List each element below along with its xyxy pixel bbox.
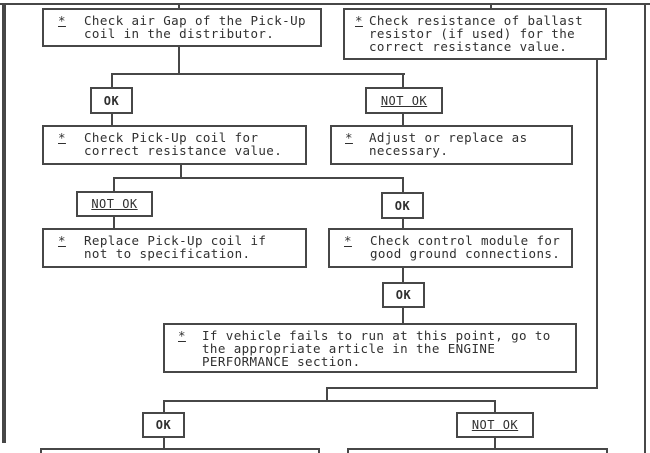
flow-box-text: Check Pick-Up coil for correct resistanc… bbox=[84, 130, 283, 158]
connector-line bbox=[494, 438, 496, 448]
connector-line bbox=[596, 60, 598, 389]
flow-box-bottom-left-partial bbox=[40, 448, 320, 453]
flow-box-check-air-gap: * Check air Gap of the Pick-Up coil in t… bbox=[42, 8, 322, 47]
connector-line bbox=[402, 75, 404, 87]
connector-line bbox=[178, 47, 180, 75]
flow-box-check-control-module: * Check control module for good ground c… bbox=[328, 228, 573, 268]
footnote-asterisk: * bbox=[58, 130, 66, 145]
connector-line bbox=[494, 402, 496, 412]
flow-box-replace-pickup-coil: * Replace Pick-Up coil if not to specifi… bbox=[42, 228, 307, 268]
flow-box-text: Check air Gap of the Pick-Up coil in the… bbox=[84, 13, 306, 41]
connector-line bbox=[490, 5, 492, 8]
connector-line bbox=[163, 438, 165, 448]
connector-line bbox=[326, 387, 598, 389]
connector-line bbox=[402, 179, 404, 192]
connector-line bbox=[111, 75, 113, 87]
flow-box-adjust-or-replace: * Adjust or replace as necessary. bbox=[330, 125, 573, 165]
connector-line bbox=[402, 268, 404, 282]
flow-box-check-pickup-coil: * Check Pick-Up coil for correct resista… bbox=[42, 125, 307, 165]
label-text: NOT OK bbox=[471, 418, 519, 432]
footnote-asterisk: * bbox=[345, 130, 353, 145]
footnote-asterisk: * bbox=[58, 233, 66, 248]
connector-line bbox=[113, 179, 115, 192]
footnote-asterisk: * bbox=[355, 13, 363, 28]
label-text: NOT OK bbox=[91, 197, 138, 211]
connector-line bbox=[178, 5, 180, 8]
footnote-asterisk: * bbox=[178, 328, 186, 343]
connector-line bbox=[402, 308, 404, 323]
label-ok-4: OK bbox=[142, 412, 185, 438]
flow-box-engine-performance-note: * If vehicle fails to run at this point,… bbox=[163, 323, 577, 373]
label-ok-3: OK bbox=[382, 282, 425, 308]
connector-line bbox=[402, 114, 404, 125]
connector-line bbox=[163, 402, 165, 412]
label-text: OK bbox=[155, 418, 172, 432]
label-not-ok-3: NOT OK bbox=[456, 412, 534, 438]
footnote-asterisk: * bbox=[344, 233, 352, 248]
flow-box-text: If vehicle fails to run at this point, g… bbox=[202, 328, 551, 369]
label-ok-1: OK bbox=[90, 87, 133, 114]
connector-line bbox=[113, 217, 115, 228]
frame-left-border bbox=[2, 3, 6, 443]
connector-line bbox=[111, 73, 405, 75]
flow-box-bottom-right-partial bbox=[347, 448, 608, 453]
flow-box-text: Check control module for good ground con… bbox=[370, 233, 561, 261]
connector-line bbox=[111, 114, 113, 125]
label-not-ok-1: NOT OK bbox=[365, 87, 443, 114]
frame-top-border bbox=[0, 3, 650, 5]
label-text: OK bbox=[395, 288, 412, 302]
connector-line bbox=[163, 400, 496, 402]
flow-box-check-ballast-resistor: * Check resistance of ballast resistor (… bbox=[343, 8, 607, 60]
label-ok-2: OK bbox=[381, 192, 424, 219]
frame-right-border bbox=[644, 3, 646, 453]
connector-line bbox=[402, 219, 404, 228]
label-text: OK bbox=[103, 93, 120, 108]
flow-box-text: Adjust or replace as necessary. bbox=[369, 130, 528, 158]
footnote-asterisk: * bbox=[58, 13, 66, 28]
label-text: OK bbox=[394, 198, 411, 213]
flow-box-text: Check resistance of ballast resistor (if… bbox=[369, 13, 583, 54]
connector-line bbox=[180, 165, 182, 177]
flow-box-text: Replace Pick-Up coil if not to specifica… bbox=[84, 233, 267, 261]
label-not-ok-2: NOT OK bbox=[76, 191, 153, 217]
label-text: NOT OK bbox=[380, 93, 428, 108]
connector-line bbox=[113, 177, 404, 179]
connector-line bbox=[326, 389, 328, 400]
